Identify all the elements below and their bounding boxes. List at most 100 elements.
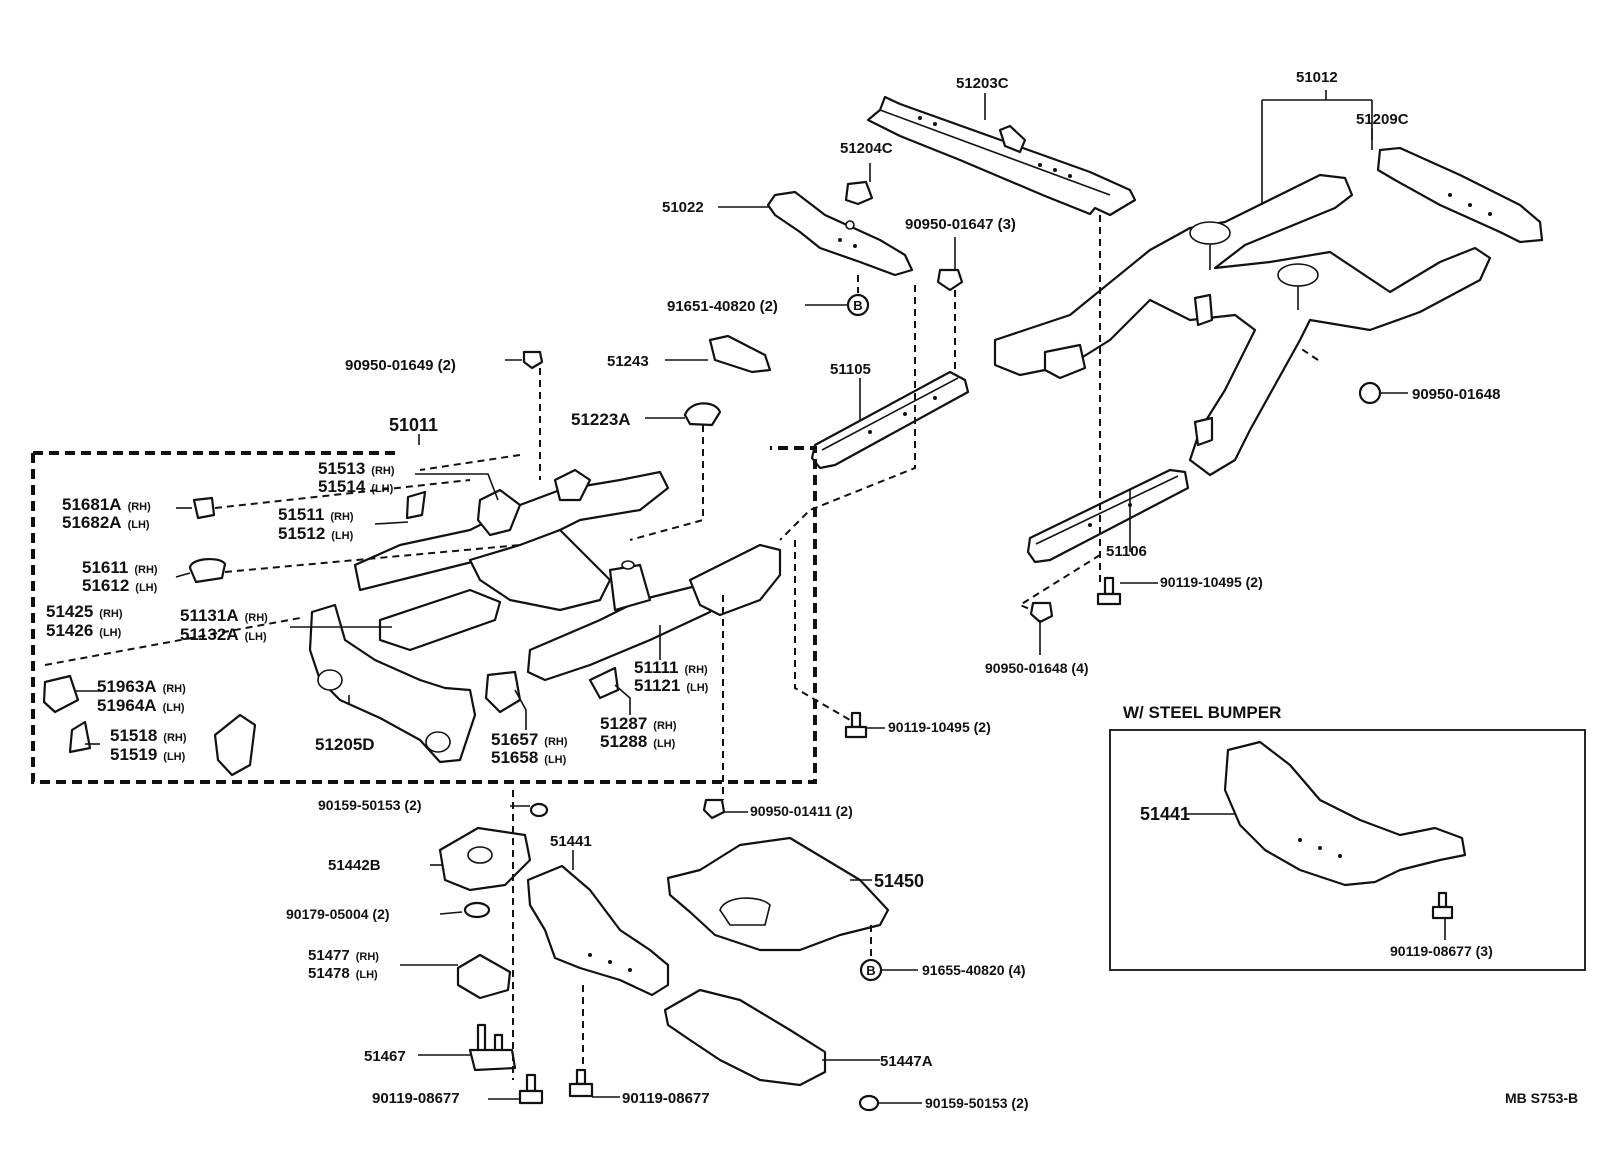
part-51477 xyxy=(456,953,512,1000)
part-51447a-skid xyxy=(663,988,827,1087)
part-51012 xyxy=(993,173,1492,477)
part-51287 xyxy=(588,666,620,700)
label-51111: 51111(RH) xyxy=(634,658,708,677)
label-51441-inset: 51441 xyxy=(1140,804,1190,824)
part-90119-08677-bolt-a xyxy=(518,1073,544,1105)
inset-frame xyxy=(1109,729,1586,971)
marker-b-upper: B xyxy=(846,293,870,317)
label-51203c: 51203C xyxy=(956,75,1009,92)
inset-part-51441 xyxy=(1223,740,1467,920)
label-51012: 51012 xyxy=(1296,69,1338,86)
part-90179-05004 xyxy=(463,901,491,919)
label-90950-01647: 90950-01647 (3) xyxy=(905,216,1016,233)
label-51467: 51467 xyxy=(364,1048,406,1065)
part-51518 xyxy=(68,720,92,754)
part-51467 xyxy=(468,1023,517,1072)
label-51223a: 51223A xyxy=(571,410,631,429)
dashed-guides xyxy=(44,215,1319,1080)
label-90119-10495-b: 90119-10495 (2) xyxy=(888,719,991,735)
label-51132a: 51132A(LH) xyxy=(180,625,267,644)
part-51681a xyxy=(192,496,216,520)
label-51611: 51611(RH) xyxy=(82,558,158,577)
part-90950-01649 xyxy=(522,350,544,370)
part-90119-10495-bolt xyxy=(1096,576,1122,606)
part-51205d xyxy=(308,603,477,764)
label-90950-01648: 90950-01648 xyxy=(1412,386,1500,403)
label-51426: 51426(LH) xyxy=(46,621,122,640)
part-90950-01648 xyxy=(1358,381,1382,405)
part-90950-01648-4 xyxy=(1029,601,1054,624)
part-51106 xyxy=(1026,468,1190,564)
label-90950-01411: 90950-01411 (2) xyxy=(750,803,853,819)
label-91651-40820: 91651-40820 (2) xyxy=(667,298,778,315)
label-90119-10495-a: 90119-10495 (2) xyxy=(1160,574,1263,590)
label-51011: 51011 xyxy=(389,415,438,435)
part-51204c xyxy=(844,180,874,206)
labels: 51203C 51012 51209C 51204C 51022 90950-0… xyxy=(46,69,1578,1111)
label-51612: 51612(LH) xyxy=(82,576,158,595)
label-51106: 51106 xyxy=(1106,543,1147,560)
part-51963a xyxy=(213,713,257,777)
part-51425 xyxy=(42,674,80,714)
label-51243: 51243 xyxy=(607,353,649,370)
label-51519: 51519(LH) xyxy=(110,745,186,764)
label-51205d: 51205D xyxy=(315,735,375,754)
label-51442b: 51442B xyxy=(328,857,381,874)
part-51611 xyxy=(188,558,227,584)
label-91655-40820: 91655-40820 (4) xyxy=(922,962,1026,978)
part-51011-frame xyxy=(353,468,782,682)
label-51657: 51657(RH) xyxy=(491,730,568,749)
label-51131a: 51131A(RH) xyxy=(180,606,268,625)
label-51287: 51287(RH) xyxy=(600,714,677,733)
label-51964a: 51964A(LH) xyxy=(97,696,185,715)
label-51682a: 51682A(LH) xyxy=(62,513,150,532)
marker-b-lower: B xyxy=(859,958,883,982)
label-90179-05004: 90179-05004 (2) xyxy=(286,906,390,922)
part-51203c xyxy=(866,95,1137,217)
part-51209c xyxy=(1376,146,1544,244)
label-90159-50153-b: 90159-50153 (2) xyxy=(925,1095,1029,1111)
label-51447a: 51447A xyxy=(880,1053,933,1070)
label-90950-01648-4: 90950-01648 (4) xyxy=(985,660,1089,676)
part-51441-skid xyxy=(526,864,670,997)
inset-title: W/ STEEL BUMPER xyxy=(1123,703,1281,722)
label-51478: 51478(LH) xyxy=(308,965,378,982)
part-51223a xyxy=(683,402,722,427)
part-90950-01647 xyxy=(936,268,964,292)
label-51209c: 51209C xyxy=(1356,111,1409,128)
part-90119-08677-bolt-b xyxy=(568,1068,594,1098)
label-51288: 51288(LH) xyxy=(600,732,676,751)
label-51511: 51511(RH) xyxy=(278,505,354,524)
label-51121: 51121(LH) xyxy=(634,676,709,695)
label-51450: 51450 xyxy=(874,871,924,891)
part-51657 xyxy=(484,670,522,714)
svg-text:B: B xyxy=(866,963,875,978)
group-box-51011 xyxy=(31,446,817,784)
label-90119-08677-a: 90119-08677 xyxy=(372,1090,460,1107)
label-90119-08677-c: 90119-08677 (3) xyxy=(1390,943,1493,959)
part-90159-50153 xyxy=(529,802,549,818)
part-51022 xyxy=(766,190,914,277)
label-51963a: 51963A(RH) xyxy=(97,677,186,696)
part-51105 xyxy=(810,370,970,470)
part-51243 xyxy=(708,334,772,374)
label-51512: 51512(LH) xyxy=(278,524,354,543)
label-90950-01649: 90950-01649 (2) xyxy=(345,357,456,374)
label-51477: 51477(RH) xyxy=(308,947,379,964)
label-90119-08677-b: 90119-08677 xyxy=(622,1090,710,1107)
label-51425: 51425(RH) xyxy=(46,602,123,621)
leader-lines xyxy=(75,90,1446,1104)
part-90119-10495-bolt-center xyxy=(844,711,868,739)
part-51450-skid xyxy=(666,836,890,952)
label-51518: 51518(RH) xyxy=(110,726,187,745)
label-51204c: 51204C xyxy=(840,140,893,157)
diagram-code: MB S753-B xyxy=(1505,1090,1578,1106)
label-51513: 51513(RH) xyxy=(318,459,395,478)
label-51105: 51105 xyxy=(830,361,871,378)
label-51022: 51022 xyxy=(662,199,704,216)
part-90950-01411 xyxy=(702,798,726,820)
label-51441: 51441 xyxy=(550,833,592,850)
part-51511 xyxy=(405,490,427,520)
